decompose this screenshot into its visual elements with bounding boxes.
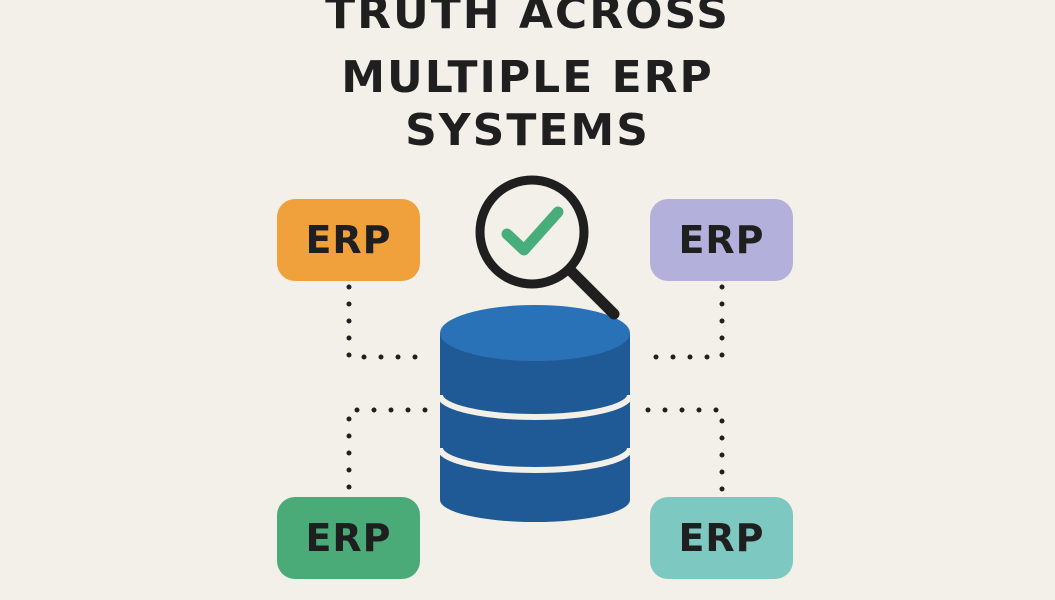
erp-box-bottom-right: ERP [650,497,793,579]
title-line-2: MULTIPLE ERP [341,52,714,103]
magnifier-icon [475,175,620,320]
database-icon [437,305,633,522]
title-line-3: SYSTEMS [405,105,650,156]
connector-top-right [645,284,725,360]
erp-label: ERP [305,218,392,262]
connector-top-left [346,284,428,360]
title-line-1: TRUTH ACROSS [325,0,730,39]
erp-box-bottom-left: ERP [277,497,420,579]
erp-label: ERP [305,516,392,560]
erp-label: ERP [678,218,765,262]
connector-lines [346,284,725,493]
erp-label: ERP [678,516,765,560]
erp-box-top-left: ERP [277,199,420,281]
connector-bottom-right [645,407,725,493]
check-icon [501,206,564,256]
connector-bottom-left [346,407,428,493]
erp-box-top-right: ERP [650,199,793,281]
